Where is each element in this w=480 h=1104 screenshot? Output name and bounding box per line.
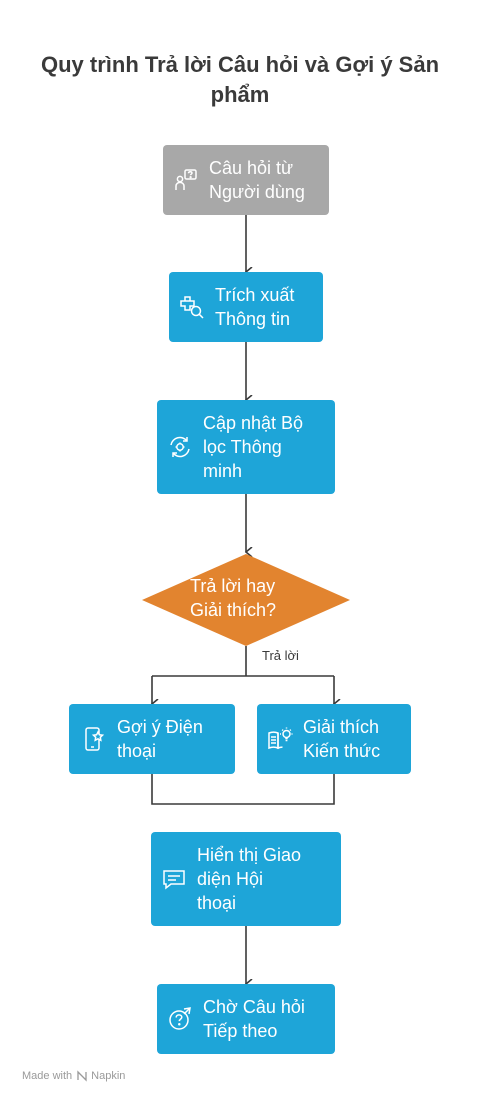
question-arrow-icon [167,1006,193,1032]
node-filter-line-3: minh [203,461,243,481]
node-display-chat-ui: Hiển thị Giao diện Hội thoại [151,832,341,926]
node-knowledge-line-2: Kiến thức [303,741,381,761]
node-user-question: Câu hỏi từ Người dùng [163,145,329,215]
node-question-line-2: Người dùng [209,182,305,202]
node-question-line-1: Câu hỏi từ [209,158,294,178]
footer-made-with: Made with [22,1070,73,1082]
node-wait-next-question: Chờ Câu hỏi Tiếp theo [157,984,335,1054]
diagram-title: Quy trình Trả lời Câu hỏi và Gợi ý Sản p… [0,50,480,110]
book-lightbulb-icon [267,726,293,752]
decision-line-2: Giải thích? [190,600,277,620]
footer-brand: Napkin [91,1070,126,1082]
decision-line-1: Trả lời hay [190,576,276,596]
node-wait-line-2: Tiếp theo [203,1021,278,1041]
node-filter-line-1: Cập nhật Bộ [203,413,304,433]
node-display-line-1: Hiển thị Giao [197,845,302,865]
edge-label-answer: Trả lời [260,648,301,663]
node-wait-line-1: Chờ Câu hỏi [203,997,305,1017]
node-display-line-2: diện Hội [197,869,264,889]
puzzle-search-icon [179,294,205,320]
chat-bubble-icon [161,866,187,892]
footer-attribution: Made with Napkin [22,1070,125,1082]
node-explain-knowledge: Giải thích Kiến thức [257,704,411,774]
node-extract-line-1: Trích xuất [215,285,295,305]
node-knowledge-line-1: Giải thích [303,717,380,737]
node-update-smart-filter: Cập nhật Bộ lọc Thông minh [157,400,335,494]
node-extract-line-2: Thông tin [215,309,291,329]
node-display-line-3: thoại [197,893,237,913]
node-phone-line-1: Gợi ý Điện [117,717,203,737]
refresh-gear-icon [167,434,193,460]
node-extract-info: Trích xuất Thông tin [169,272,323,342]
title-line-2: phẩm [210,82,270,107]
node-phone-line-2: thoại [117,741,157,761]
user-question-icon [173,167,199,193]
node-filter-line-2: lọc Thông [203,437,282,457]
decision-diamond [142,554,350,646]
decision-label: Trả lời hay Giải thích? [190,574,340,622]
node-suggest-phone: Gợi ý Điện thoại [69,704,235,774]
phone-star-icon [81,726,107,752]
title-line-1: Quy trình Trả lời Câu hỏi và Gợi ý Sản [40,52,440,77]
napkin-logo-icon [76,1070,88,1082]
merge-connector [151,774,335,805]
